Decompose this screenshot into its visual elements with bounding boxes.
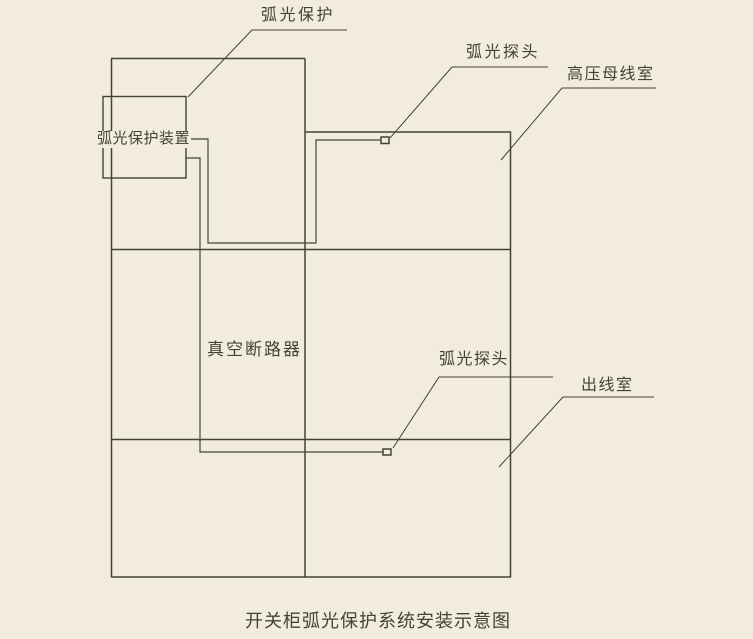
label-vacuum-circuit-breaker: 真空断路器 <box>207 340 302 359</box>
diagram-caption: 开关柜弧光保护系统安装示意图 <box>245 611 511 631</box>
label-arc-sensor-bottom: 弧光探头 <box>439 351 510 368</box>
label-hv-busbar-room: 高压母线室 <box>567 66 655 83</box>
label-arc-sensor-top: 弧光探头 <box>466 44 541 61</box>
label-arc-protection-device: 弧光保护装置 <box>96 131 192 148</box>
label-outgoing-room: 出线室 <box>581 377 634 394</box>
leader-arc-sensor-bottom <box>392 376 553 449</box>
leader-lines <box>187 29 656 468</box>
cable-to-outgoing-sensor <box>186 157 383 453</box>
leader-outgoing-room <box>498 396 654 468</box>
leader-arc-protection <box>187 29 347 98</box>
arc-sensor-outgoing-icon <box>382 448 392 456</box>
leader-hv-busbar-room <box>500 87 656 161</box>
leader-arc-sensor-top <box>389 66 548 139</box>
cable-to-busbar-sensor <box>187 138 381 244</box>
arc-sensor-busbar-icon <box>380 136 390 145</box>
label-arc-protection: 弧光保护 <box>261 7 336 24</box>
